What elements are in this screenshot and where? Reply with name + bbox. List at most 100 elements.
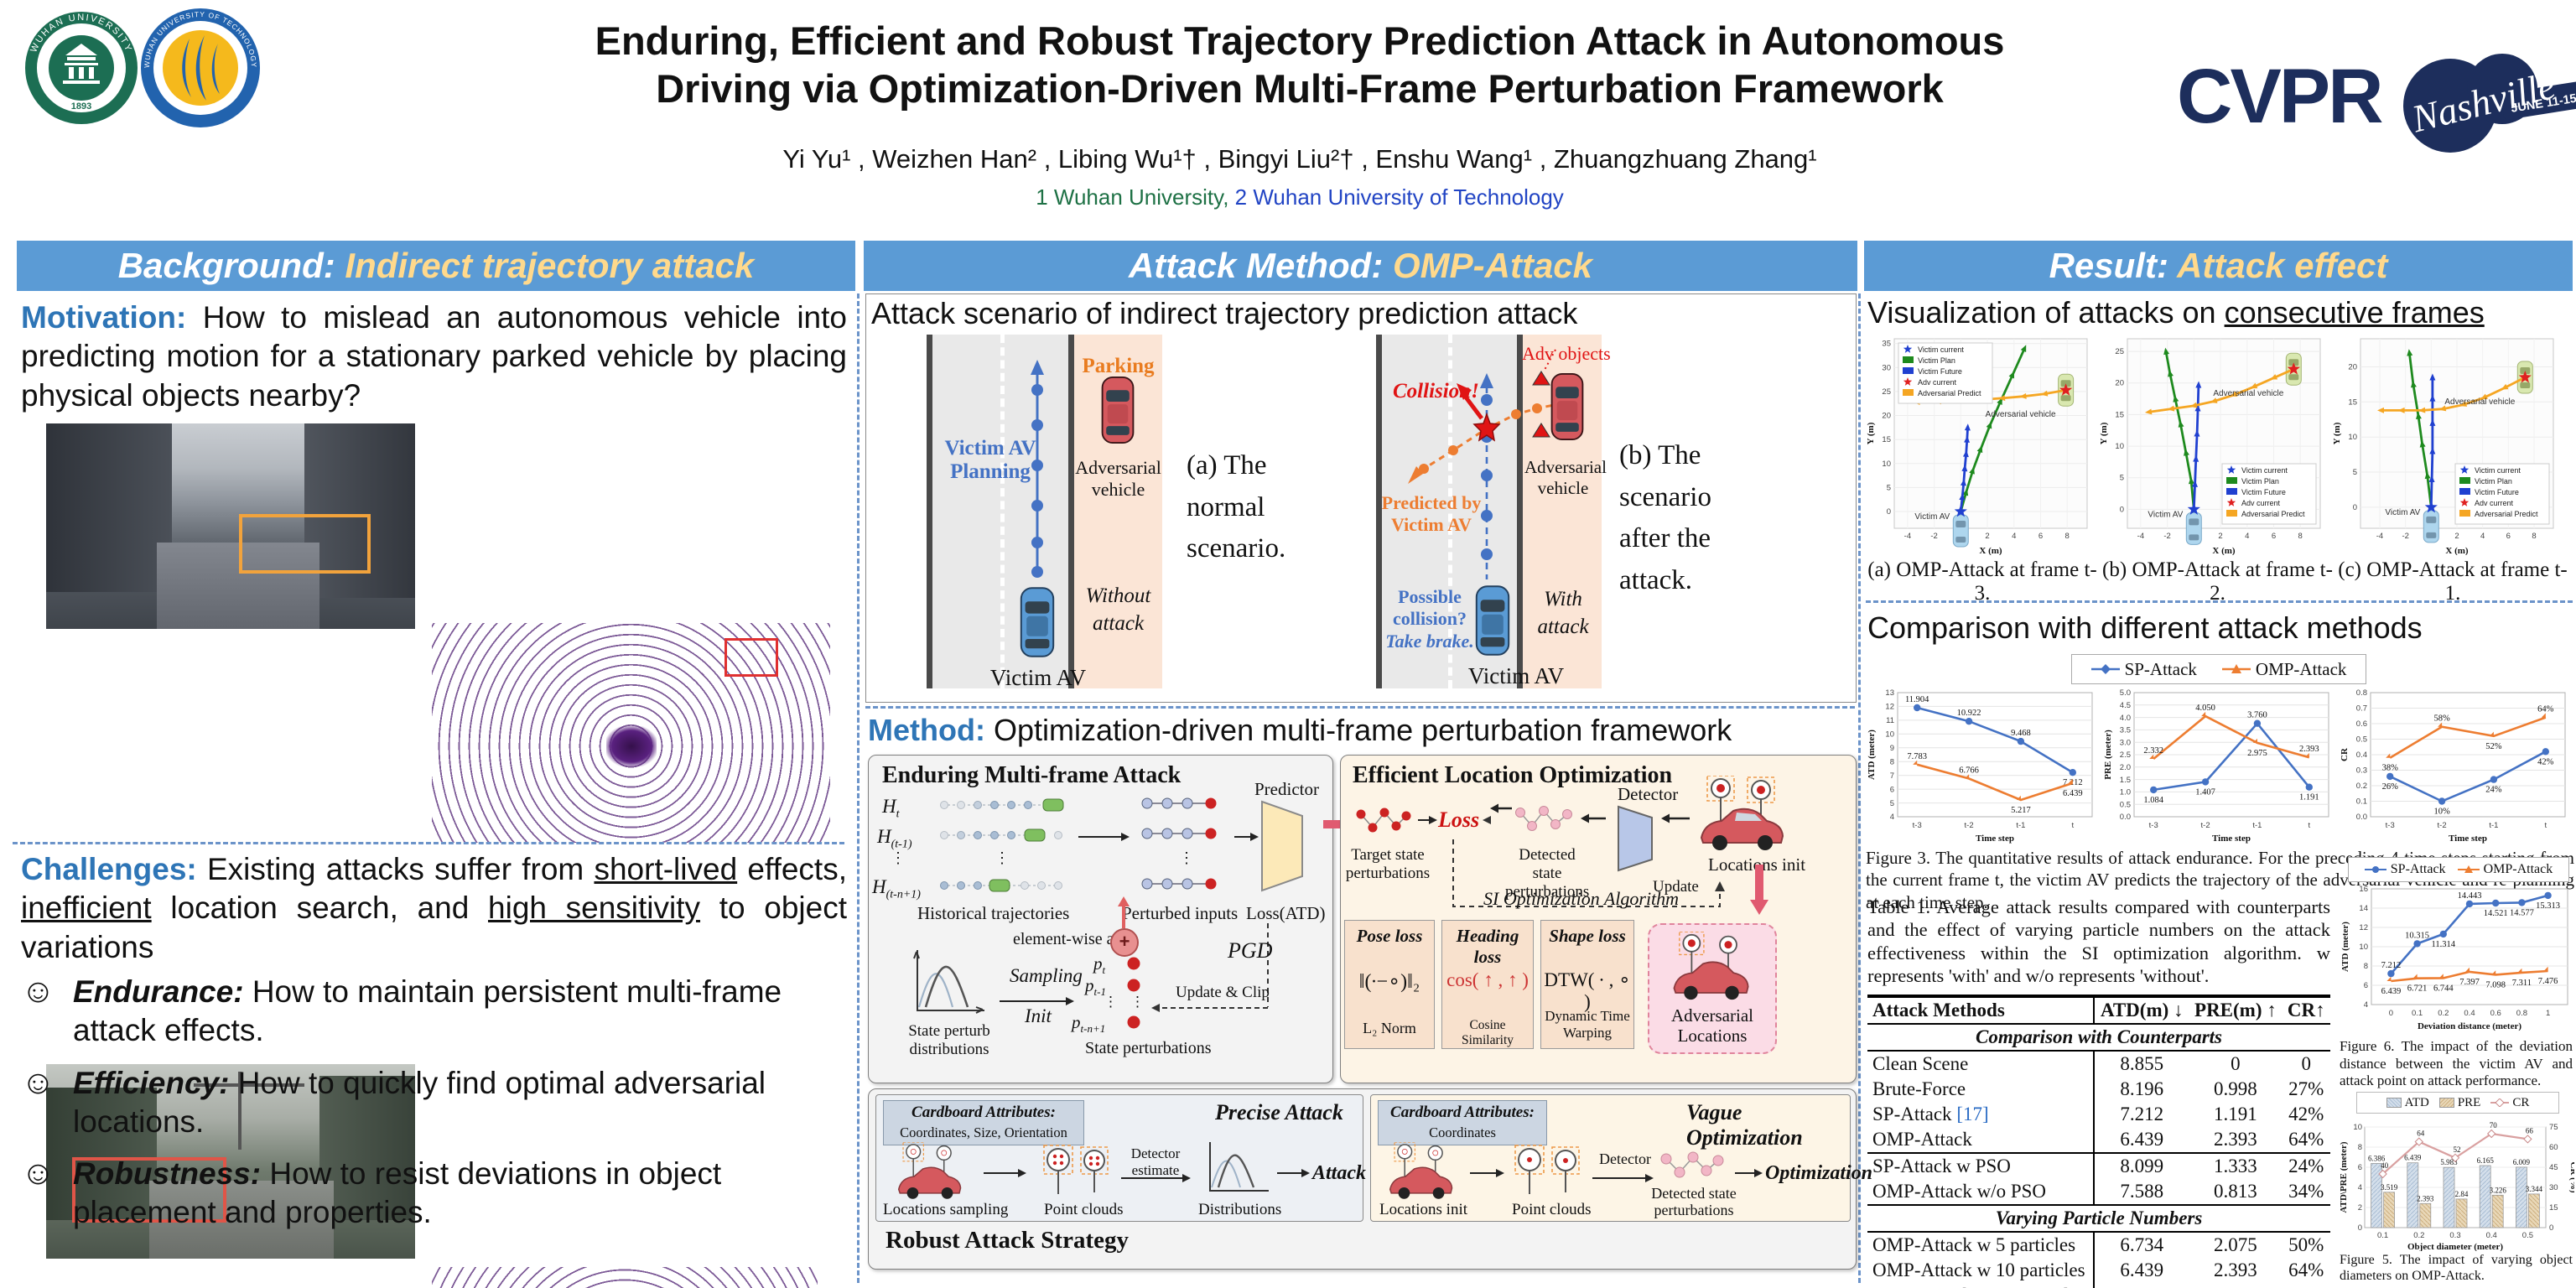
- fig3-legend: SP-Attack OMP-Attack: [2071, 654, 2366, 684]
- svg-text:t: t: [2308, 821, 2310, 830]
- svg-text:t-2: t-2: [2201, 821, 2210, 830]
- svg-text:Y (m): Y (m): [1866, 422, 1876, 444]
- update-label: Update: [1653, 878, 1699, 896]
- svg-text:16: 16: [2359, 885, 2368, 894]
- panel1-title: Enduring Multi-frame Attack: [882, 762, 1182, 788]
- fig6-caption: Figure 6. The impact of the deviation di…: [2340, 1038, 2573, 1089]
- viz-caption-c: (c) OMP-Attack at frame t-1.: [2338, 558, 2568, 605]
- svg-text:14.521: 14.521: [2484, 909, 2508, 918]
- locations-init-car-icon: [1700, 776, 1784, 850]
- wut-logo-icon: WUHAN UNIVERSITY OF TECHNOLOGY: [139, 7, 262, 133]
- svg-text:7.783: 7.783: [1907, 752, 1927, 761]
- svg-text:10: 10: [2359, 943, 2368, 952]
- pose-loss-box: Pose loss ‖(∙−∘)‖₂ L₂ Norm: [1344, 920, 1435, 1049]
- left-arrow-icon: [1661, 813, 1690, 823]
- fig3-legend-omp: OMP-Attack: [2221, 659, 2346, 680]
- smiley-icon: ☺: [21, 1063, 55, 1101]
- take-brake-label: Take brake.: [1385, 630, 1474, 652]
- svg-text:6.721: 6.721: [2407, 984, 2428, 994]
- svg-text:5.983: 5.983: [2440, 1158, 2458, 1166]
- point-clouds-label-1: Point clouds: [1044, 1201, 1124, 1218]
- svg-text:14: 14: [2359, 904, 2368, 913]
- svg-text:0.7: 0.7: [2356, 704, 2367, 714]
- adversarial-vehicle-label-b: Adversarial vehicle: [1524, 457, 1607, 499]
- svg-text:6.009: 6.009: [2513, 1158, 2531, 1166]
- optimization-label: Optimization: [1765, 1162, 1873, 1184]
- svg-text:7.397: 7.397: [2459, 978, 2480, 987]
- victim-av-car-icon-b: [1475, 585, 1510, 656]
- sp-attack-marker-icon: [2364, 866, 2386, 873]
- svg-text:15: 15: [2549, 1203, 2558, 1213]
- arrow-icon: [1234, 832, 1259, 841]
- svg-text:6.165: 6.165: [2477, 1156, 2495, 1165]
- viz-captions-row: (a) OMP-Attack at frame t-3. (b) OMP-Att…: [1866, 558, 2574, 605]
- svg-text:30: 30: [1882, 363, 1891, 372]
- motivation-text: How to mislead an autonomous vehicle int…: [21, 300, 847, 413]
- svg-text:7.098: 7.098: [2485, 980, 2506, 989]
- victim-av-car-icon: [1020, 587, 1055, 657]
- arrow-icon: [1418, 815, 1437, 824]
- svg-text:10: 10: [2348, 433, 2357, 442]
- svg-text:70: 70: [2490, 1121, 2498, 1130]
- svg-text:5: 5: [2353, 468, 2357, 477]
- svg-text:2.393: 2.393: [2417, 1194, 2434, 1202]
- svg-text:15: 15: [2115, 410, 2124, 419]
- svg-text:-4: -4: [1904, 532, 1911, 541]
- svg-text:X (m): X (m): [2445, 546, 2469, 555]
- fig6-legend-sp: SP-Attack: [2364, 862, 2446, 877]
- svg-text:8: 8: [2065, 532, 2070, 541]
- svg-text:52: 52: [2454, 1145, 2461, 1154]
- svg-text:t-3: t-3: [2149, 821, 2158, 830]
- svg-text:Adversarial vehicle: Adversarial vehicle: [1986, 410, 2056, 419]
- title-line1: Enduring, Efficient and Robust Trajector…: [595, 18, 2005, 63]
- svg-text:14.443: 14.443: [2458, 891, 2482, 901]
- detected-state-label-2: Detected state perturbations: [1651, 1185, 1737, 1218]
- sp-attack-marker-icon: [2090, 664, 2120, 674]
- adversarial-vehicle-label-a: Adversarial vehicle: [1075, 457, 1161, 501]
- svg-text:1.5: 1.5: [2120, 776, 2131, 785]
- svg-text:10: 10: [1882, 460, 1891, 469]
- init-label: Init: [1025, 1005, 1052, 1026]
- svg-text:Adversarial Predict: Adversarial Predict: [2241, 510, 2305, 518]
- svg-text:3.0: 3.0: [2120, 738, 2131, 747]
- up-arrow-icon: [1118, 896, 1130, 928]
- svg-text:t-1: t-1: [2252, 821, 2262, 830]
- bullet-robustness-label: Robustness:: [73, 1156, 262, 1191]
- svg-text:ATD (meter): ATD (meter): [2340, 922, 2350, 972]
- pgd-label: PGD: [1228, 938, 1273, 963]
- svg-text:0: 0: [2549, 1223, 2553, 1233]
- title-line2: Driving via Optimization-Driven Multi-Fr…: [656, 66, 1944, 112]
- affiliations: 1 Wuhan University, 2 Wuhan University o…: [453, 184, 2147, 210]
- background-section-header: Background: Indirect trajectory attack: [17, 241, 855, 291]
- svg-text:Victim AV: Victim AV: [2385, 508, 2420, 517]
- svg-text:Time step: Time step: [2449, 834, 2487, 844]
- collision-label: Collision!: [1393, 380, 1479, 402]
- svg-text:Victim current: Victim current: [2241, 466, 2288, 475]
- svg-text:12: 12: [1885, 703, 1894, 712]
- svg-text:Victim AV: Victim AV: [2148, 510, 2183, 519]
- svg-text:CR: CR: [2340, 747, 2350, 761]
- svg-text:2: 2: [2358, 1203, 2362, 1213]
- svg-text:0.3: 0.3: [2449, 1231, 2460, 1240]
- svg-text:15: 15: [2348, 397, 2357, 407]
- scenario-b-overlay-icon: [1408, 349, 1567, 579]
- svg-text:7.212: 7.212: [2381, 961, 2402, 970]
- update-clip-label: Update & Clip: [1176, 984, 1270, 1001]
- svg-text:CR (%): CR (%): [2568, 1162, 2574, 1193]
- photo2-highlight-box: [71, 1157, 226, 1223]
- detector-label: Detector: [1618, 784, 1679, 804]
- left-arrow-icon: [1581, 813, 1606, 823]
- svg-text:Victim current: Victim current: [1918, 345, 1964, 354]
- svg-text:6.766: 6.766: [1959, 766, 1979, 776]
- viz-title: Visualization of attacks on consecutive …: [1867, 295, 2485, 330]
- challenges-label: Challenges:: [21, 852, 197, 886]
- atd-swatch-icon: [2386, 1098, 2402, 1108]
